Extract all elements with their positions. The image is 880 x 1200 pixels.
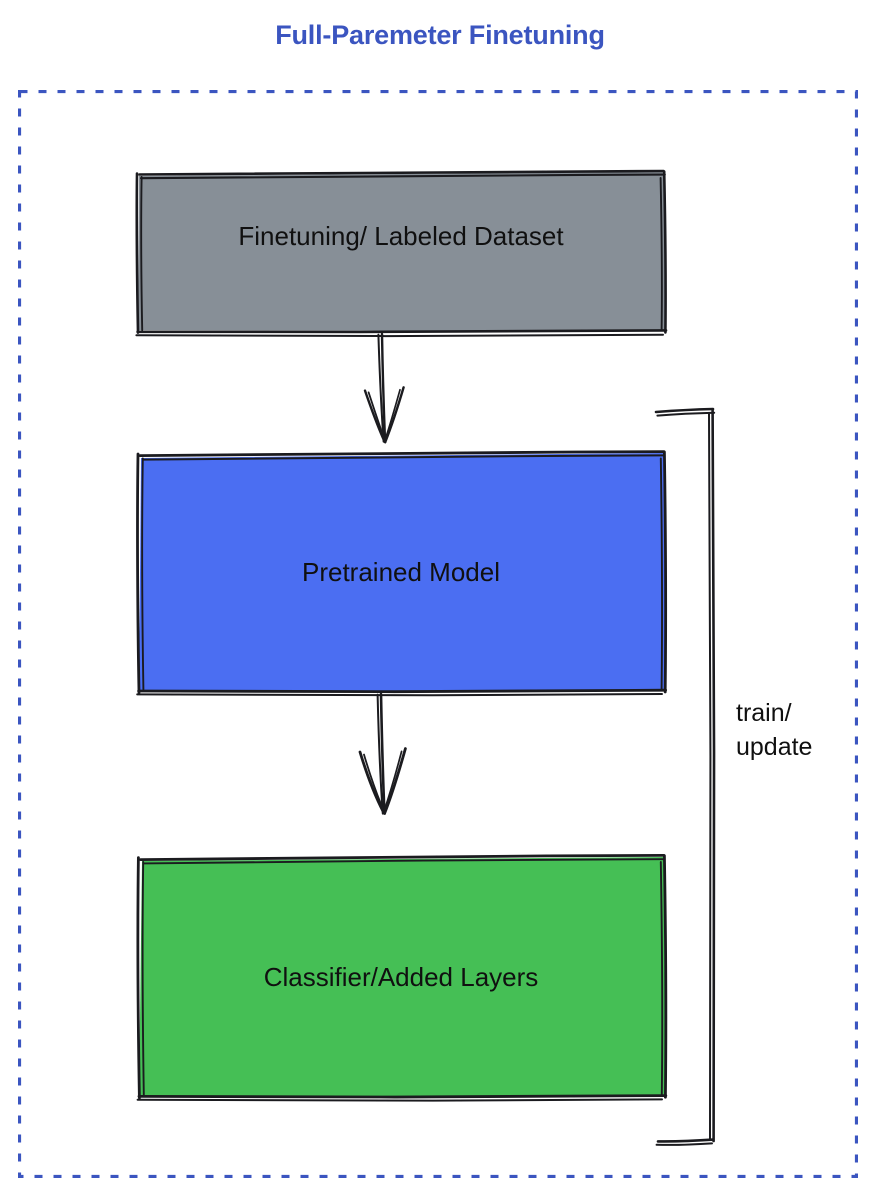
node-dataset-stroke-left-b xyxy=(140,176,144,331)
edge-model-to-classifier-head-right-b xyxy=(382,750,403,814)
node-classifier-stroke-right-a xyxy=(663,854,668,1099)
edge-model-to-classifier[interactable] xyxy=(358,692,407,815)
edge-dataset-to-model-head-right-b xyxy=(383,388,401,443)
node-dataset-stroke-top-a xyxy=(138,169,665,176)
edge-feedback-loop-bottom-b xyxy=(655,1142,713,1146)
node-pretrained-model-stroke-left-b xyxy=(141,457,145,691)
node-dataset-stroke-top-b xyxy=(139,173,666,180)
node-dataset-stroke-bottom-b xyxy=(135,333,664,338)
node-classifier-stroke-bottom-a xyxy=(137,1094,668,1099)
node-classifier-stroke-right-b xyxy=(659,861,664,1096)
node-classifier-label: Classifier/Added Layers xyxy=(263,962,539,992)
node-pretrained-model[interactable] xyxy=(136,450,668,697)
edge-dataset-to-model-head-left-b xyxy=(367,391,387,444)
edge-model-to-classifier-shaft-b xyxy=(376,693,384,815)
node-pretrained-model-stroke-bottom-b xyxy=(136,693,663,697)
node-dataset-stroke-left-a xyxy=(135,172,140,334)
edge-feedback-loop-vertical-b xyxy=(708,413,712,1141)
edge-dataset-to-model-head-right xyxy=(384,386,405,444)
edge-model-to-classifier-head-left-b xyxy=(363,753,386,815)
node-dataset-label: Finetuning/ Labeled Dataset xyxy=(238,221,564,251)
edge-model-to-classifier-head-left xyxy=(358,750,386,815)
node-pretrained-model-stroke-left-a xyxy=(136,452,141,694)
node-classifier-stroke-top-b xyxy=(143,858,664,865)
edge-dataset-to-model-shaft-a xyxy=(380,332,387,442)
node-pretrained-model-label: Pretrained Model xyxy=(302,557,500,587)
node-classifier-stroke-left-a xyxy=(136,856,141,1100)
edge-feedback-loop-top-a xyxy=(654,407,715,414)
node-pretrained-model-stroke-top-b xyxy=(142,454,664,461)
node-dataset-stroke-bottom-a xyxy=(136,329,668,334)
node-pretrained-model-stroke-bottom-a xyxy=(137,688,667,694)
node-classifier-fill xyxy=(139,857,665,1097)
node-dataset-stroke-right-b xyxy=(659,177,663,332)
node-classifier[interactable] xyxy=(136,854,668,1102)
edge-model-to-classifier-head-right xyxy=(383,747,407,815)
edge-dataset-to-model[interactable] xyxy=(363,332,405,444)
node-dataset[interactable] xyxy=(135,169,668,338)
node-pretrained-model-stroke-right-a xyxy=(663,450,668,694)
edge-feedback-loop-vertical-a xyxy=(711,408,716,1143)
edge-dataset-to-model-shaft-b xyxy=(377,333,385,443)
node-dataset-fill xyxy=(138,172,666,331)
edge-model-to-classifier-shaft-a xyxy=(379,692,386,814)
node-classifier-stroke-bottom-b xyxy=(136,1098,663,1102)
edge-feedback-loop-bottom-a xyxy=(656,1138,715,1143)
edge-feedback-loop[interactable] xyxy=(654,407,716,1146)
edge-feedback-loop-top-b xyxy=(656,411,716,417)
node-pretrained-model-stroke-right-b xyxy=(659,457,663,691)
node-pretrained-model-fill xyxy=(139,453,665,691)
node-classifier-stroke-left-b xyxy=(141,861,145,1096)
node-classifier-stroke-top-a xyxy=(139,854,666,861)
edge-feedback-loop-label: train/ update xyxy=(736,699,813,761)
page-title: Full-Paremeter Finetuning xyxy=(275,20,605,50)
node-dataset-stroke-right-a xyxy=(662,170,667,334)
node-pretrained-model-stroke-top-a xyxy=(138,450,666,457)
